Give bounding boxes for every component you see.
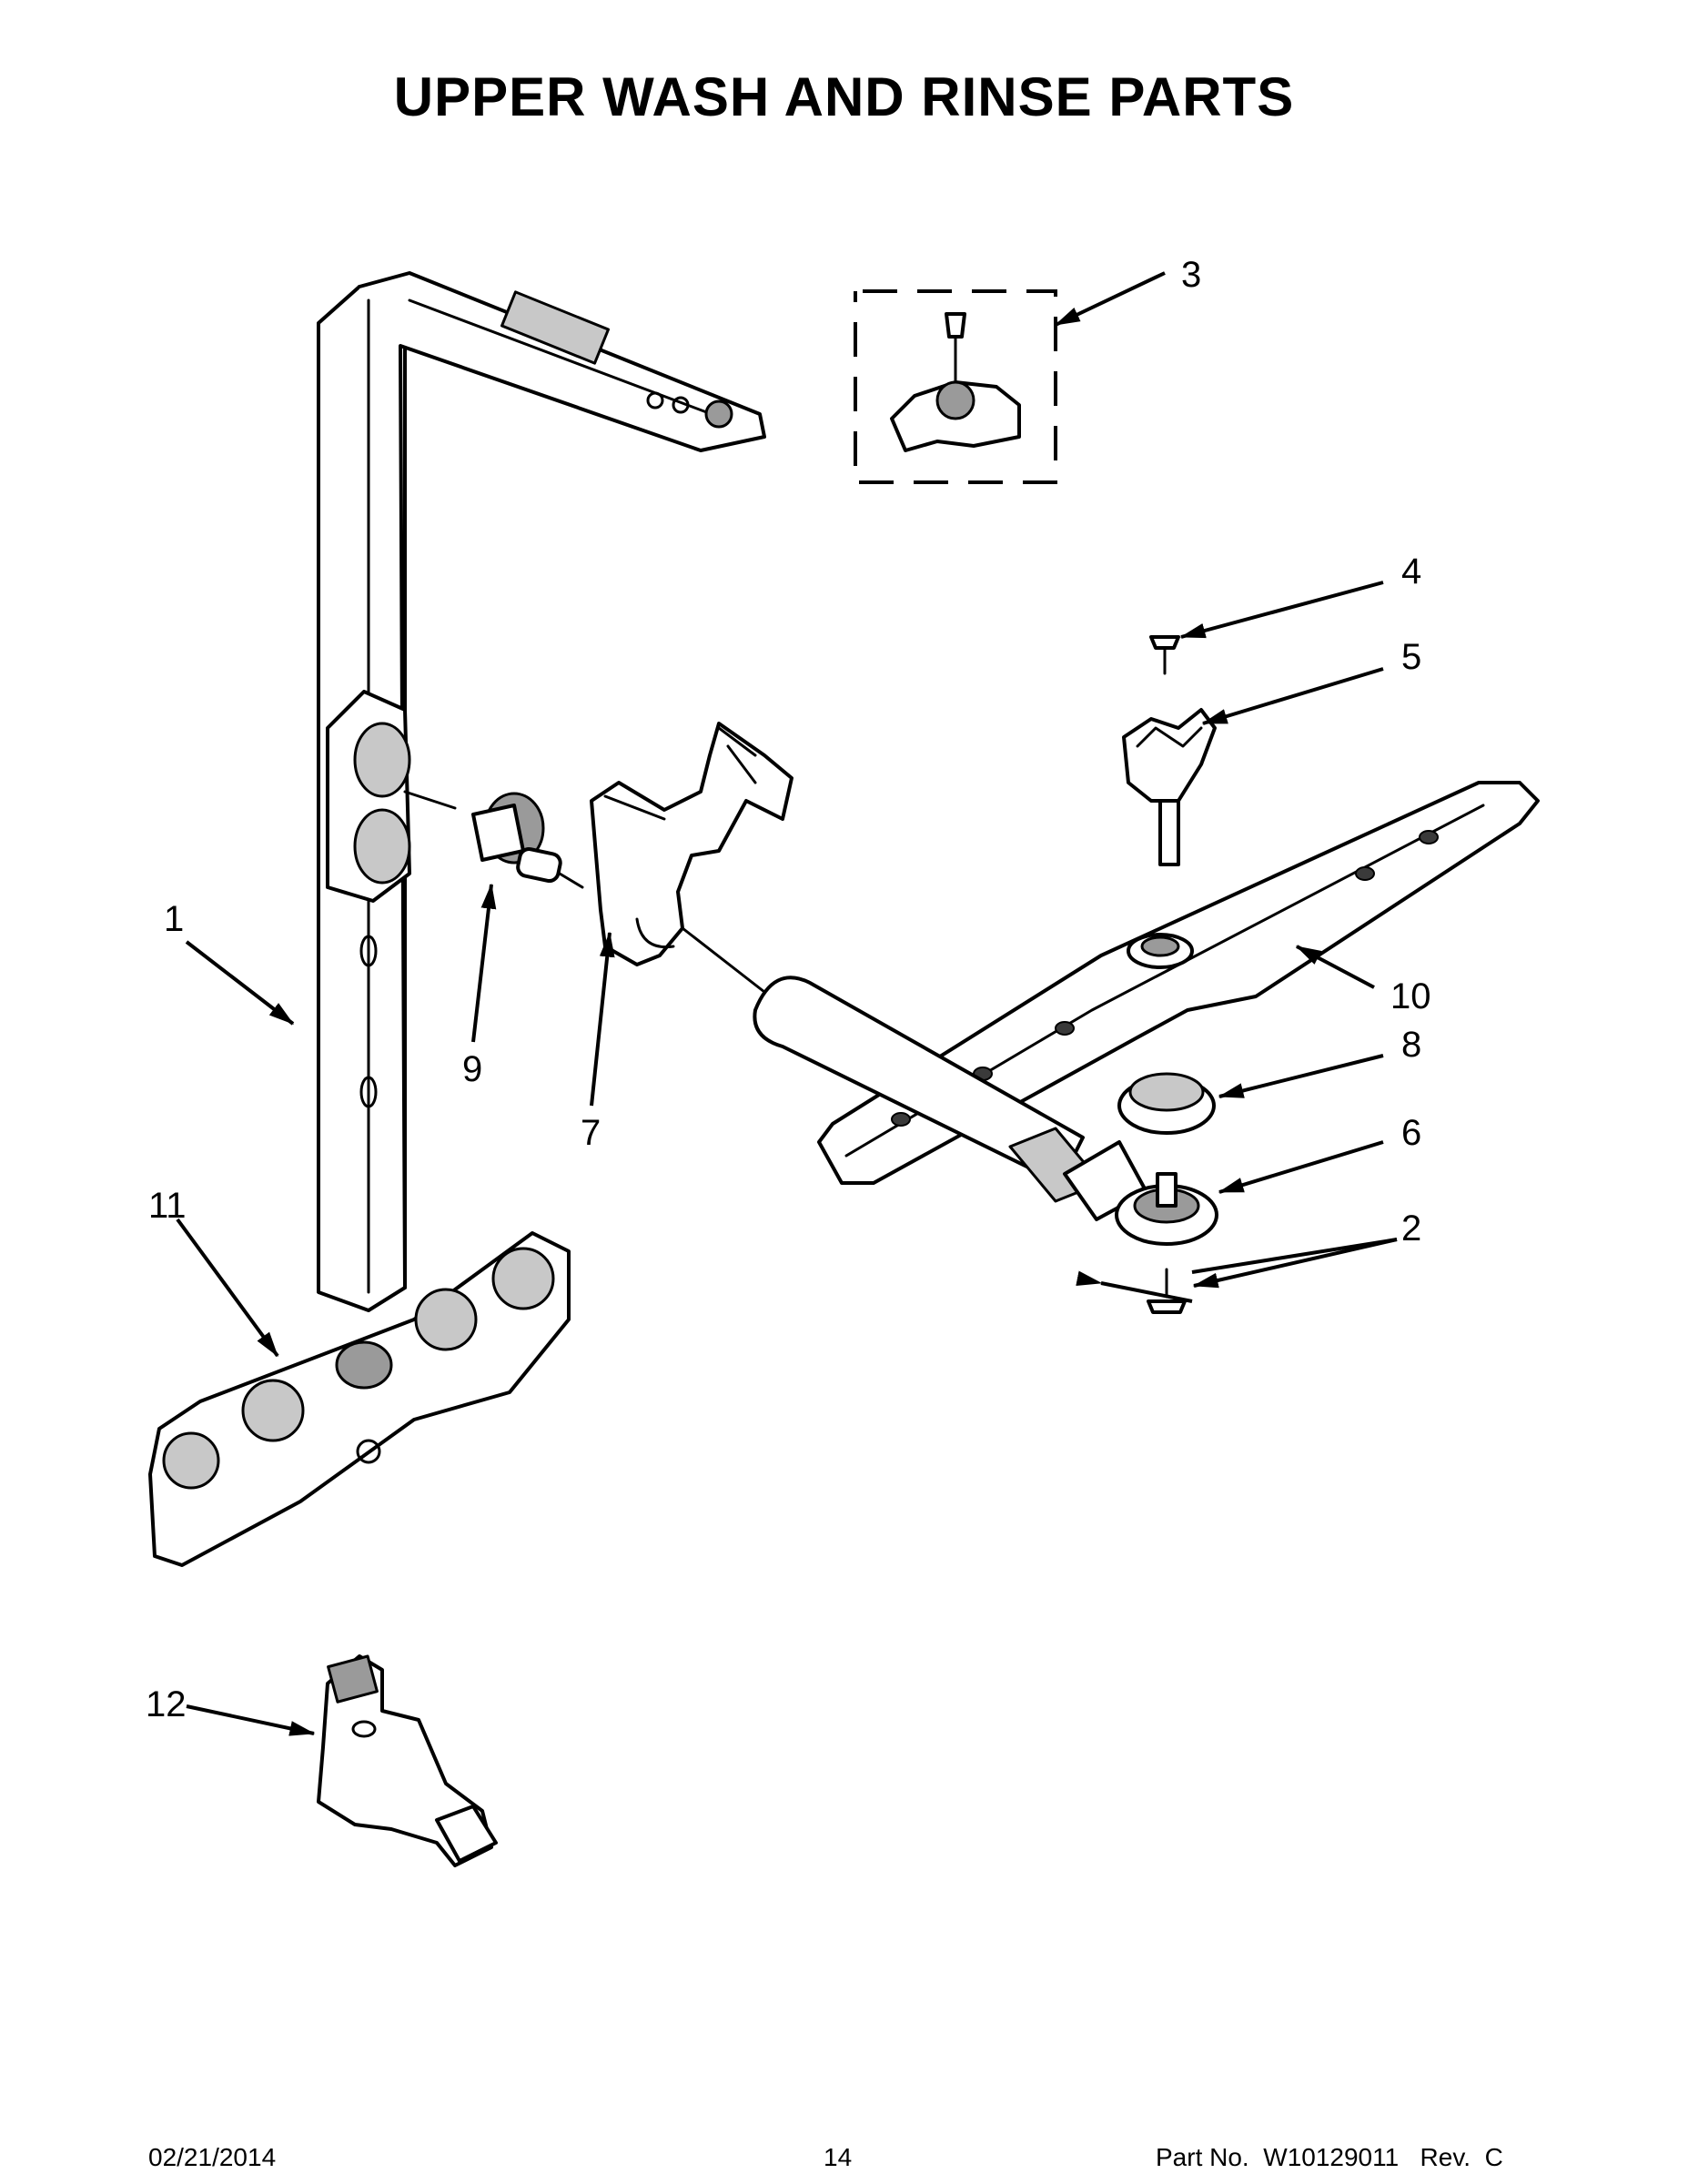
- callout-3: 3: [1181, 255, 1202, 295]
- callout-9: 9: [462, 1049, 483, 1089]
- callout-4: 4: [1401, 551, 1422, 592]
- callout-7: 7: [581, 1113, 601, 1153]
- callout-11: 11: [148, 1186, 187, 1226]
- part-1-supply-tube: [317, 271, 766, 1312]
- part-4-screw: [1149, 635, 1180, 675]
- part-6-hub: [1115, 1172, 1218, 1246]
- leader-lines: [176, 271, 1398, 1736]
- footer-page-number: 14: [824, 2143, 853, 2171]
- callout-1: 1: [164, 899, 185, 939]
- part-8-ring: [1117, 1072, 1216, 1135]
- callout-8: 8: [1401, 1025, 1422, 1065]
- part-3-clip-detail: [854, 289, 1057, 484]
- part-5-retainer: [1122, 708, 1217, 866]
- footer-part-number: Part No. W10129011 Rev. C: [1156, 2143, 1503, 2171]
- callout-2: 2: [1401, 1208, 1422, 1249]
- part-2-screw: [1147, 1268, 1187, 1314]
- part-11-manifold: [148, 1231, 571, 1567]
- part-9-nozzle: [403, 790, 584, 889]
- callout-12: 12: [146, 1684, 187, 1724]
- part-12-diverter: [317, 1654, 498, 1867]
- callout-10: 10: [1390, 976, 1431, 1016]
- page-title: UPPER WASH AND RINSE PARTS: [393, 66, 1295, 127]
- footer-date: 02/21/2014: [148, 2143, 277, 2171]
- part-7-bracket: [590, 722, 793, 994]
- callout-6: 6: [1401, 1113, 1422, 1153]
- callout-5: 5: [1401, 637, 1422, 677]
